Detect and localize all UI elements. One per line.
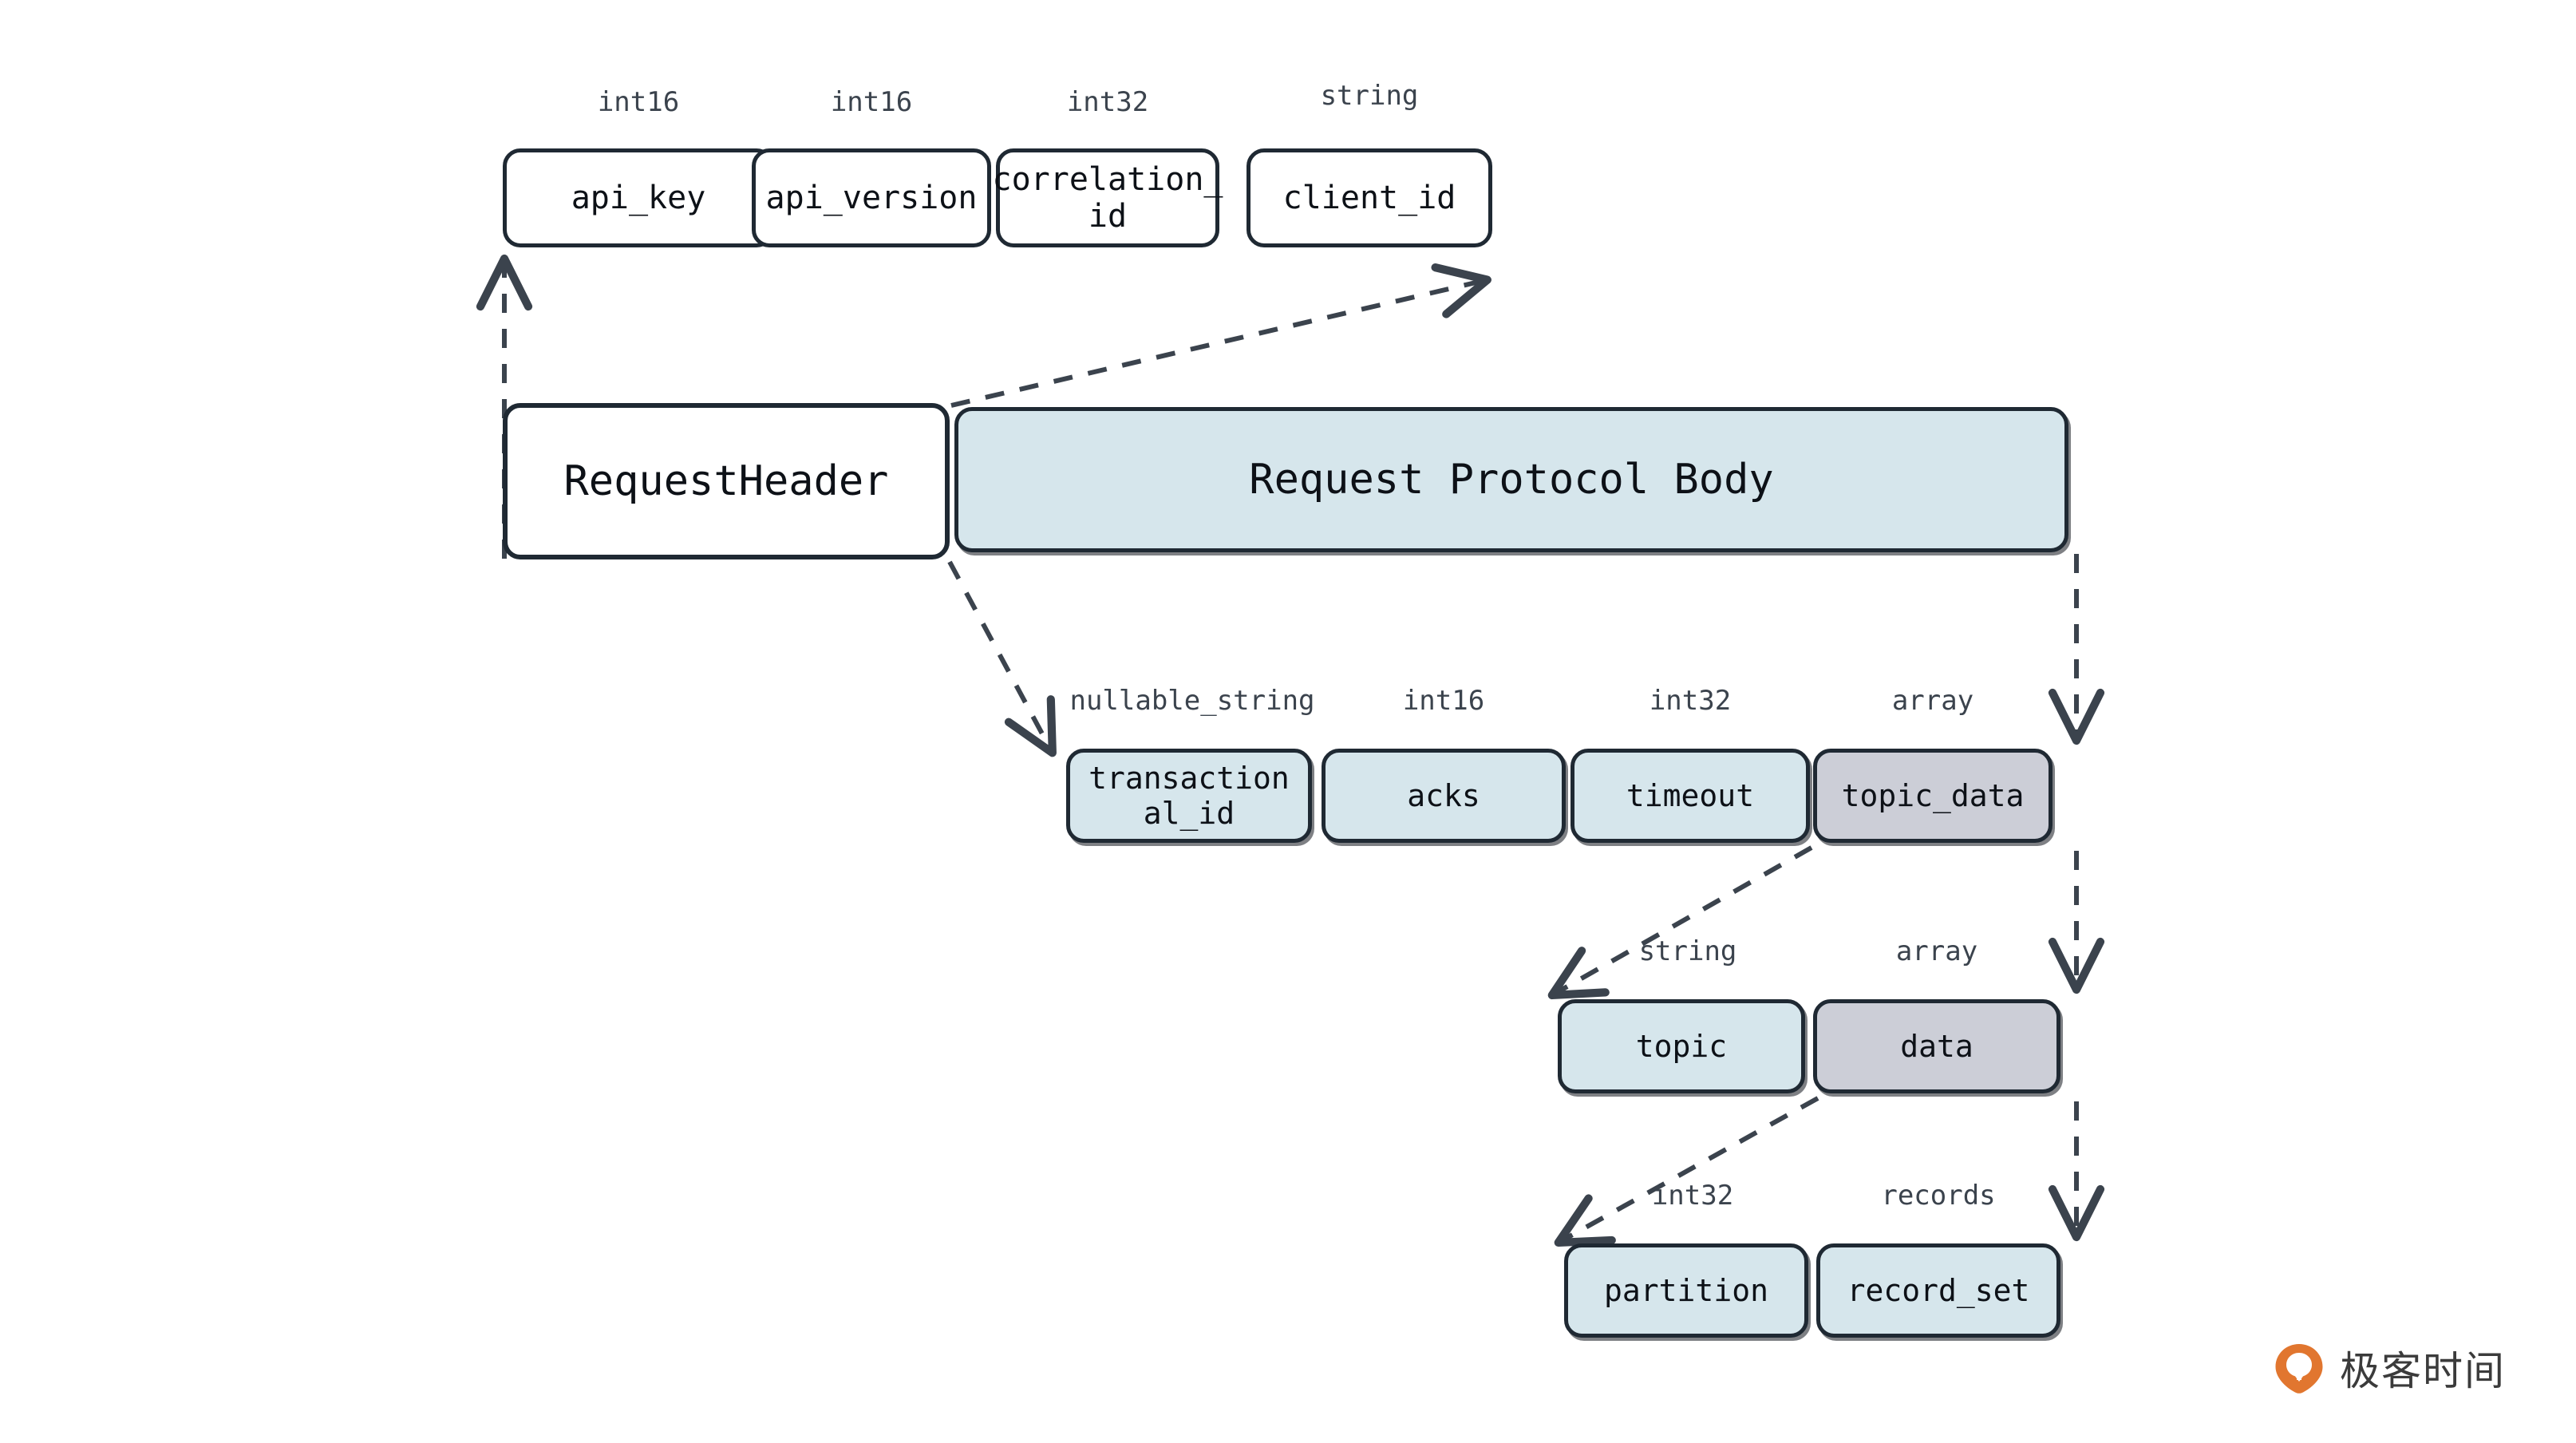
box-request-header[interactable]: RequestHeader — [503, 403, 950, 559]
box-request-protocol-body[interactable]: Request Protocol Body — [954, 407, 2068, 552]
watermark: 极客时间 — [2273, 1339, 2506, 1397]
box-data[interactable]: data — [1813, 999, 2060, 1093]
type-label-api-key: int16 — [597, 86, 680, 118]
watermark-text: 极客时间 — [2340, 1348, 2506, 1394]
box-timeout[interactable]: timeout — [1570, 749, 1810, 843]
arrow-topic-data-to-topic — [1547, 845, 1813, 1000]
type-label-partition: int32 — [1651, 1180, 1734, 1212]
type-label-api-version: int16 — [830, 86, 913, 118]
type-label-record-set: records — [1881, 1180, 1996, 1212]
type-label-topic: string — [1638, 935, 1737, 967]
type-label-timeout: int32 — [1649, 685, 1732, 717]
box-correlation-id[interactable]: correlation_ id — [993, 148, 1223, 247]
type-label-correlation-id: int32 — [1066, 86, 1149, 118]
box-record-set[interactable]: record_set — [1816, 1243, 2060, 1338]
box-topic-data[interactable]: topic_data — [1813, 749, 2053, 843]
box-api-version[interactable]: api_version — [752, 148, 991, 247]
type-label-data: array — [1895, 935, 1978, 967]
box-partition[interactable]: partition — [1564, 1243, 1808, 1338]
type-label-transactional-id: nullable_string — [1069, 685, 1315, 717]
box-client-id[interactable]: client_id — [1247, 148, 1492, 247]
arrow-requestheader-to-transactional-id — [947, 560, 1057, 757]
arrow-data-to-partition — [1554, 1096, 1819, 1247]
geektime-logo-icon — [2273, 1342, 2325, 1394]
arrow-requestheader-to-client-id — [950, 263, 1491, 408]
type-label-topic-data: array — [1891, 685, 1974, 717]
box-transactional-id[interactable]: transaction al_id — [1066, 749, 1312, 843]
box-api-key[interactable]: api_key — [503, 148, 774, 247]
box-topic[interactable]: topic — [1558, 999, 1805, 1093]
type-label-client-id: string — [1320, 80, 1419, 112]
box-acks[interactable]: acks — [1322, 749, 1566, 843]
type-label-acks: int16 — [1402, 685, 1485, 717]
